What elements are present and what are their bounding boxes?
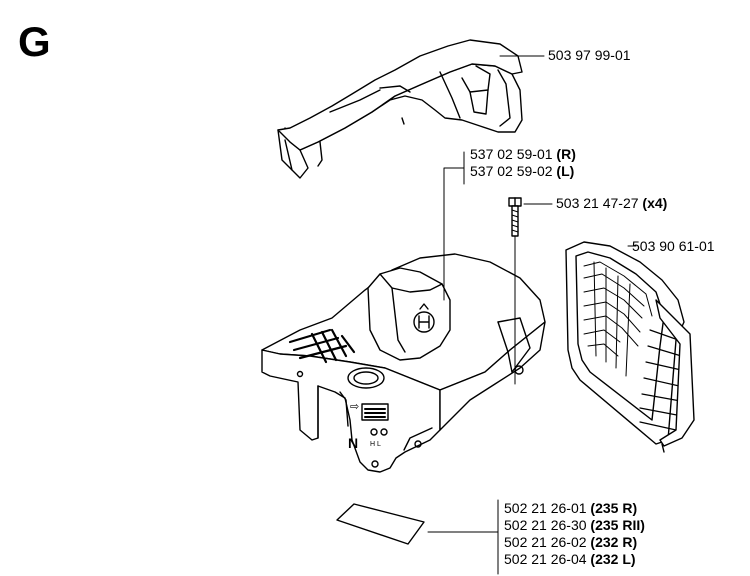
- part-number: 503 90 61-01: [632, 238, 715, 254]
- part-number: 503 97 99-01: [548, 47, 631, 63]
- part-number: 503 21 47-27: [556, 195, 639, 211]
- part-suffix: (235 R): [590, 500, 638, 516]
- part-number: 502 21 26-02: [504, 534, 587, 550]
- part-suffix: (R): [556, 146, 576, 162]
- section-letter: G: [18, 18, 51, 65]
- leader-lines: [427, 55, 637, 575]
- svg-text:N: N: [348, 435, 358, 451]
- screw-part: [508, 197, 522, 237]
- part-number: 502 21 26-30: [504, 517, 587, 533]
- part-number: 537 02 59-02: [470, 163, 553, 179]
- part-label-decal-232r: 502 21 26-02 (232 R): [504, 534, 637, 550]
- part-suffix: (x4): [642, 195, 668, 211]
- part-label-cylinder-cover-l: 537 02 59-02 (L): [470, 163, 574, 179]
- part-suffix: (235 RII): [590, 517, 645, 533]
- part-label-top-cover: 503 97 99-01: [548, 47, 631, 63]
- part-label-air-filter: 503 90 61-01: [632, 238, 715, 254]
- part-suffix: (L): [556, 163, 575, 179]
- part-suffix: (232 L): [590, 551, 636, 567]
- part-label-decal-235r: 502 21 26-01 (235 R): [504, 500, 637, 516]
- part-label-cylinder-cover-r: 537 02 59-01 (R): [470, 146, 576, 162]
- part-number: 537 02 59-01: [470, 146, 553, 162]
- part-number: 502 21 26-01: [504, 500, 587, 516]
- svg-text:H L: H L: [370, 441, 381, 448]
- part-label-decal-232l: 502 21 26-04 (232 L): [504, 551, 636, 567]
- air-filter-part: [565, 241, 695, 453]
- decal-part: [336, 503, 425, 545]
- part-label-screw: 503 21 47-27 (x4): [556, 195, 667, 211]
- svg-text:⇨: ⇨: [350, 401, 359, 413]
- part-suffix: (232 R): [590, 534, 638, 550]
- top-cover-part: [277, 39, 523, 179]
- cylinder-cover-part: ⇨ N H L: [261, 253, 546, 473]
- part-label-decal-235rii: 502 21 26-30 (235 RII): [504, 517, 645, 533]
- part-number: 502 21 26-04: [504, 551, 587, 567]
